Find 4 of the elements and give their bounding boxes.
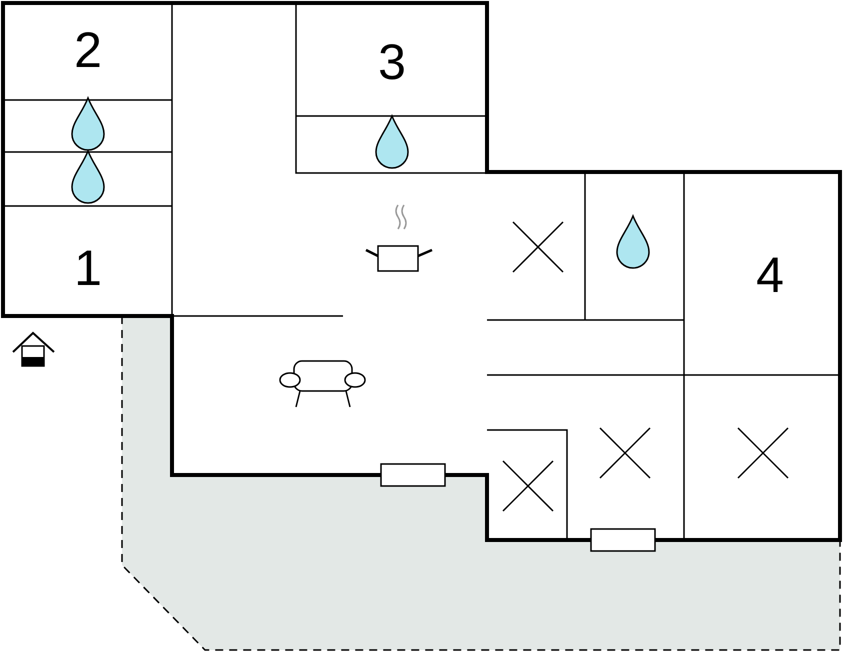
room-number: 1 [74,243,102,293]
room-number: 4 [756,250,784,300]
room-number: 3 [378,37,406,87]
room-number: 2 [74,25,102,75]
